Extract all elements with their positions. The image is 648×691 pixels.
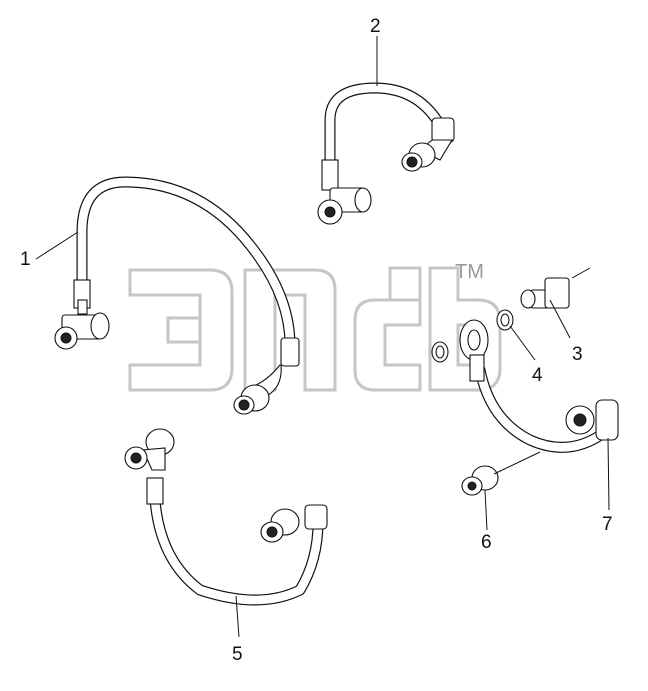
- hose-assembly-1: [54, 176, 300, 415]
- callout-labels: 1 2 3 4 5 6 7: [20, 16, 613, 665]
- hose-assembly-2: [317, 82, 455, 225]
- callout-7: 7: [602, 514, 613, 535]
- hose-assembly-5: [124, 428, 328, 606]
- watermark-logo: TM: [128, 261, 502, 392]
- callout-6: 6: [481, 532, 492, 553]
- callout-3: 3: [572, 344, 583, 365]
- hose-assembly-7: [459, 319, 619, 453]
- watermark-trademark: TM: [455, 261, 484, 283]
- callout-4: 4: [532, 365, 543, 386]
- callout-2: 2: [370, 16, 381, 37]
- callout-1: 1: [20, 249, 31, 270]
- callout-5: 5: [232, 644, 243, 665]
- leader-lines: [35, 36, 610, 638]
- adapter-fitting-6: [461, 465, 499, 496]
- banjo-bolt-3: [520, 277, 570, 309]
- sealing-washer-4: [431, 309, 514, 363]
